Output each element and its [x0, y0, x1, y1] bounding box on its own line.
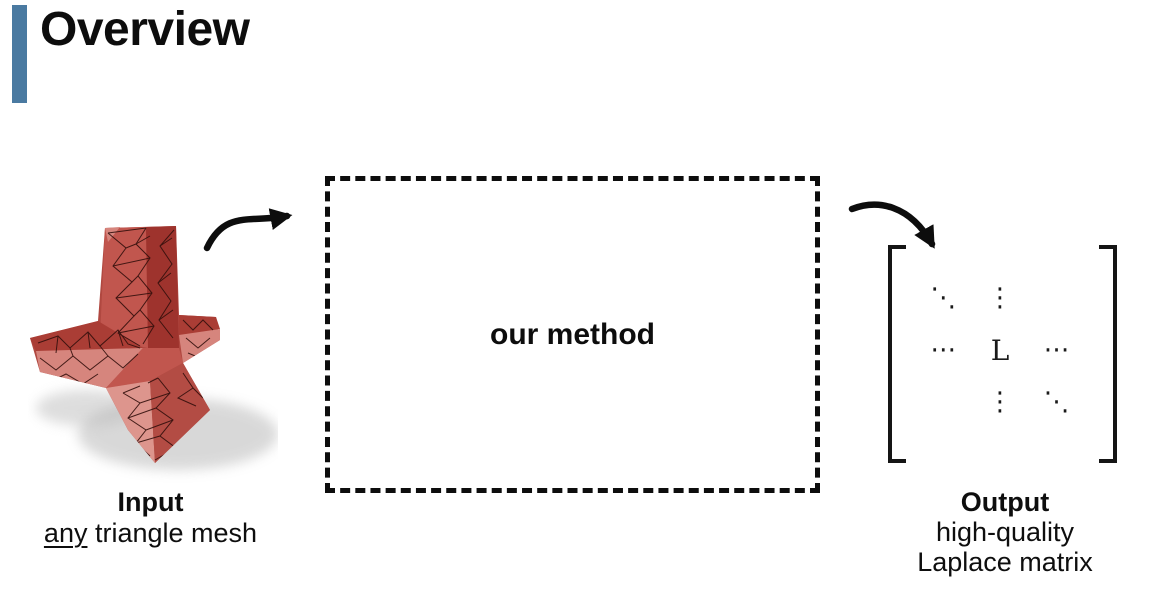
matrix-bracket-right [1099, 245, 1117, 463]
method-box-label: our method [490, 317, 655, 351]
matrix-symbol-L: L [990, 333, 1010, 367]
matrix-dots-diagonal: ⋱ [1043, 387, 1070, 417]
output-title: Output [960, 487, 1050, 517]
title-accent-bar [12, 5, 27, 103]
matrix-dots-horizontal: ⋯ [1043, 335, 1070, 365]
matrix-cell-empty [915, 376, 972, 428]
output-line2: Laplace matrix [917, 547, 1093, 577]
input-caption: Input any triangle mesh [18, 487, 283, 549]
page-title: Overview [40, 3, 250, 56]
input-description: any triangle mesh [18, 518, 283, 549]
input-mesh-illustration [30, 226, 278, 470]
method-box: our method [325, 176, 820, 493]
input-desc-underlined-word: any [43, 518, 88, 548]
matrix-dots-vertical: ⋮ [986, 387, 1013, 417]
matrix-bracket-left [888, 245, 906, 463]
matrix-grid: ⋱ ⋮ ⋯ L ⋯ ⋮ ⋱ [915, 272, 1085, 428]
input-desc-rest: triangle mesh [87, 518, 258, 548]
mesh-wireframe [37, 227, 214, 461]
matrix-dots-vertical: ⋮ [986, 283, 1013, 313]
matrix-cell-empty [1028, 272, 1085, 324]
arrow-method-to-output-icon [848, 201, 936, 249]
mesh-faces [30, 226, 220, 463]
input-title: Input [117, 487, 184, 517]
output-caption: Output high-quality Laplace matrix [873, 487, 1137, 577]
output-line1: high-quality [935, 517, 1075, 547]
matrix-dots-horizontal: ⋯ [930, 335, 957, 365]
arrow-input-to-method-icon [203, 208, 293, 252]
matrix-dots-diagonal: ⋱ [930, 283, 957, 313]
